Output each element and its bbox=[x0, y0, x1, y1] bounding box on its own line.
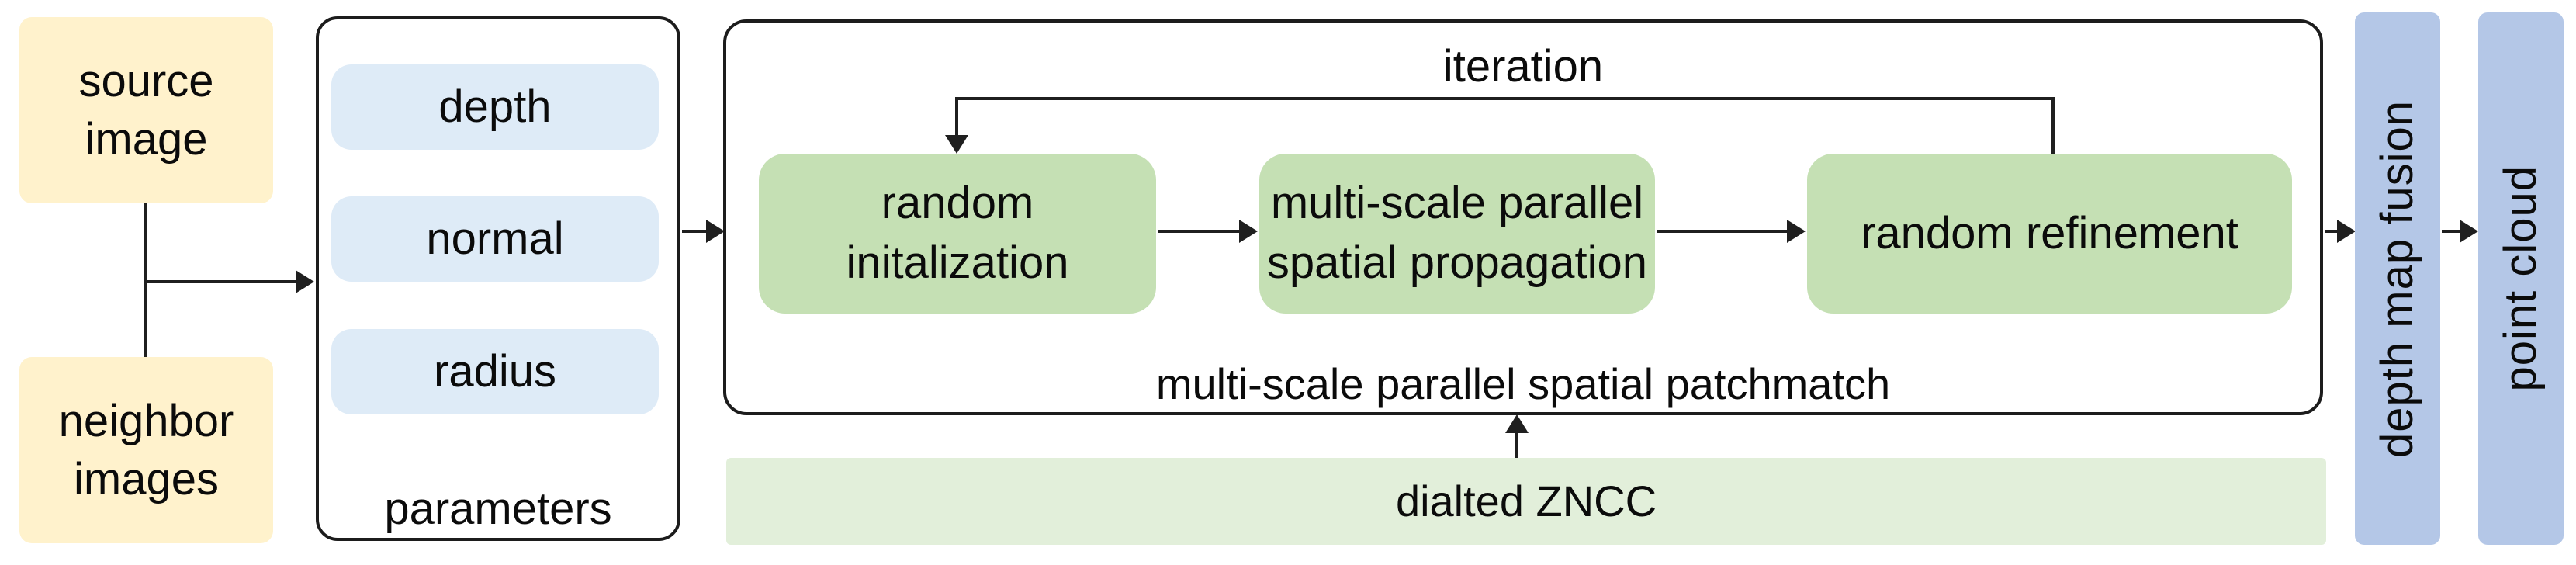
neighbor-images-label: neighbor images bbox=[58, 395, 234, 504]
stage-spatial-propagation-line2: spatial propagation bbox=[1266, 237, 1648, 288]
parameter-chip-radius: radius bbox=[331, 329, 659, 414]
arrow-zncc-to-patchmatch-line bbox=[1515, 432, 1518, 458]
iteration-label: iteration bbox=[1442, 41, 1604, 92]
stage-random-initialization-line2: initalization bbox=[846, 237, 1069, 288]
neighbor-images-node: neighbor images bbox=[19, 357, 273, 543]
patchmatch-caption: multi-scale parallel spatial patchmatch bbox=[1155, 359, 1891, 408]
arrow-propagation-to-refinement-line bbox=[1657, 230, 1788, 233]
arrowhead-propagation-to-refinement-icon bbox=[1787, 220, 1806, 243]
arrow-fusion-to-pointcloud-line bbox=[2442, 230, 2460, 233]
connector-inputs-to-parameters-line bbox=[144, 280, 297, 283]
iteration-loop-right-line bbox=[2051, 99, 2055, 154]
point-cloud-bar: point cloud bbox=[2478, 12, 2564, 545]
arrowhead-fusion-to-pointcloud-icon bbox=[2460, 220, 2478, 243]
arrow-initialization-to-propagation-line bbox=[1158, 230, 1241, 233]
point-cloud-label: point cloud bbox=[2495, 165, 2546, 392]
iteration-loop-left-line bbox=[955, 99, 958, 137]
parameter-depth-label: depth bbox=[438, 81, 552, 133]
stage-spatial-propagation-line1: multi-scale parallel bbox=[1270, 178, 1644, 229]
stage-random-refinement: random refinement bbox=[1807, 154, 2292, 314]
parameters-panel-label: parameters bbox=[384, 484, 612, 534]
depth-map-fusion-bar: depth map fusion bbox=[2355, 12, 2440, 545]
arrowhead-zncc-to-patchmatch-icon bbox=[1505, 414, 1529, 433]
stage-spatial-propagation: multi-scale parallel spatial propagation bbox=[1259, 154, 1655, 314]
iteration-loop-arrowhead-icon bbox=[945, 135, 968, 154]
arrowhead-parameters-to-patchmatch-icon bbox=[706, 220, 725, 243]
stage-random-initialization: random initalization bbox=[759, 154, 1156, 314]
stage-random-initialization-line1: random bbox=[881, 178, 1034, 229]
arrow-patchmatch-to-fusion-line bbox=[2325, 230, 2340, 233]
parameter-radius-label: radius bbox=[434, 346, 556, 397]
arrowhead-initialization-to-propagation-icon bbox=[1239, 220, 1258, 243]
arrowhead-inputs-to-parameters-icon bbox=[296, 270, 314, 293]
zncc-bar: dialted ZNCC bbox=[726, 458, 2326, 545]
arrow-parameters-to-patchmatch-line bbox=[682, 230, 709, 233]
parameter-normal-label: normal bbox=[426, 213, 564, 265]
depth-map-fusion-label: depth map fusion bbox=[2372, 99, 2422, 458]
parameter-chip-normal: normal bbox=[331, 196, 659, 282]
iteration-loop-top-line bbox=[955, 97, 2055, 100]
arrowhead-patchmatch-to-fusion-icon bbox=[2337, 220, 2356, 243]
source-image-node: source image bbox=[19, 17, 273, 203]
stage-random-refinement-line1: random refinement bbox=[1861, 207, 2238, 258]
zncc-label: dialted ZNCC bbox=[1395, 476, 1657, 525]
source-image-label: source image bbox=[78, 55, 214, 165]
parameter-chip-depth: depth bbox=[331, 64, 659, 150]
